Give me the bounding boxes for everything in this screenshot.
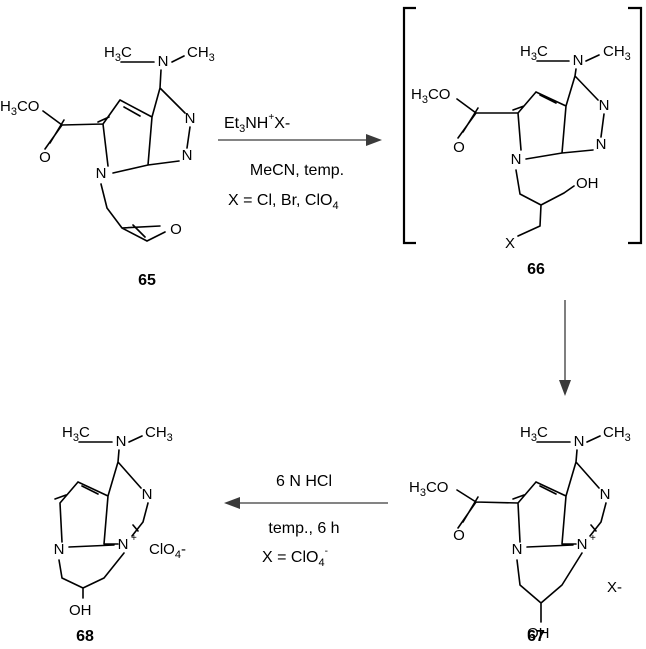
pyrimidine-n3: N [596,136,607,153]
nme2-right-methyl: CH3 [145,424,173,444]
counterion-options: X = Cl, Br, ClO4 [228,192,339,212]
arrow-1-head [366,134,382,146]
arrow-2-head [559,380,571,396]
perchlorate-condition: X = ClO4- [262,546,328,569]
compound-number-68: 68 [76,628,94,645]
amine-nitrogen: N [116,433,127,450]
reagent-label: Et3NH+X- [224,112,290,135]
compound-67: H3C N CH3 H3CO O N N + N OH X- 67 [409,424,631,645]
acid-reagent-label: 6 N HCl [276,473,332,490]
left-bracket [402,6,416,245]
counterion-x: X- [607,579,622,596]
pyrimidine-n3: N [182,147,193,164]
pyrrole-nitrogen: N [512,541,523,558]
compound-68: H3C N CH3 N N + N OH ClO4- 68 [54,424,186,645]
compound-66: H3C N CH3 H3CO O N N N OH X 66 [402,6,643,278]
compound-number-65: 65 [138,272,156,289]
pyrimidine-n1: N [142,486,153,503]
nme2-left-methyl: H3C [520,424,548,444]
pyrimidine-n1: N [600,486,611,503]
reaction-arrow-2 [559,300,571,396]
methyl-ester-label: H3CO [0,98,39,118]
nme2-right-methyl: CH3 [603,424,631,444]
nme2-right-methyl: CH3 [187,44,215,64]
carbonyl-oxygen: O [453,139,465,156]
solvent-label: MeCN, temp. [250,162,344,179]
methyl-ester-label: H3CO [409,479,448,499]
nme2-left-methyl: H3C [520,43,548,63]
pyrimidine-n1: N [599,97,610,114]
right-bracket [628,6,643,245]
arrow-3-head [224,497,240,509]
amine-nitrogen: N [574,433,585,450]
positive-charge: + [590,533,596,544]
pyrrole-nitrogen: N [96,165,107,182]
carbonyl-oxygen: O [39,149,51,166]
nme2-right-methyl: CH3 [603,43,631,63]
compound-number-66: 66 [527,261,545,278]
compound-number-67: 67 [527,628,545,645]
amine-nitrogen: N [573,52,584,69]
compound-65: H3C N CH3 H3CO O N N N O 65 [0,44,215,289]
nme2-left-methyl: H3C [104,44,132,64]
perchlorate-counterion: ClO4- [149,541,186,561]
hydroxyl-label: OH [576,175,599,192]
nme2-left-methyl: H3C [62,424,90,444]
halide-x-label: X [505,235,515,252]
hydroxyl-label: OH [69,602,92,619]
carbonyl-oxygen: O [453,527,465,544]
pyrrole-nitrogen: N [511,151,522,168]
reaction-arrow-3: 6 N HCl temp., 6 h X = ClO4- [224,473,388,569]
reaction-arrow-1: Et3NH+X- MeCN, temp. X = Cl, Br, ClO4 [218,112,382,212]
pyrimidinium-nitrogen: N [577,536,588,553]
pyrrole-nitrogen: N [54,541,65,558]
methyl-ester-label: H3CO [411,86,450,106]
positive-charge: + [131,533,137,544]
pyrimidinium-nitrogen: N [118,536,129,553]
pyrimidine-n1: N [185,110,196,127]
amine-nitrogen: N [158,53,169,70]
epoxide-oxygen: O [170,221,182,238]
hydroxyl-label: OH [527,625,550,642]
time-temperature-label: temp., 6 h [268,520,339,537]
